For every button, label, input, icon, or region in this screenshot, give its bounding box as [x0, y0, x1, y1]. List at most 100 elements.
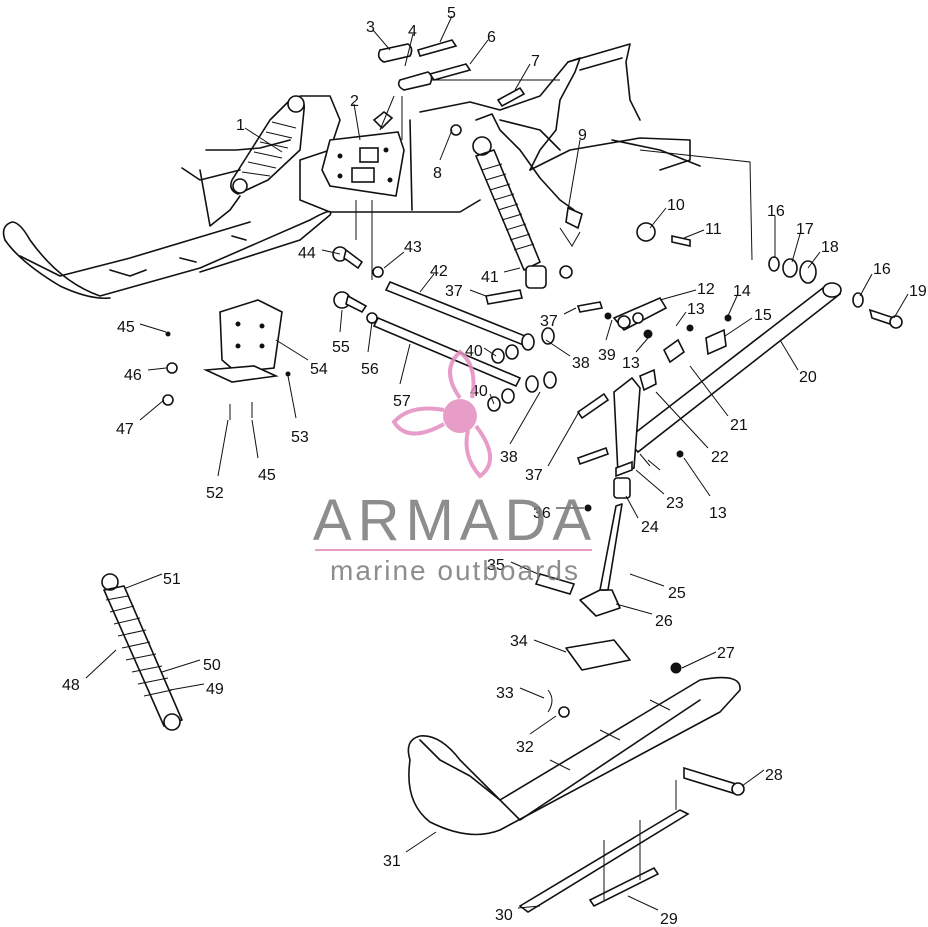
callout-c17: 17 — [796, 221, 814, 238]
spindle-brackets — [639, 314, 732, 458]
leader-line-c35 — [510, 561, 539, 575]
leader-line-c13b — [635, 337, 649, 353]
callout-c20: 20 — [799, 369, 817, 386]
callout-c28: 28 — [765, 767, 783, 784]
callout-c23: 23 — [666, 495, 684, 512]
mounting-bracket — [162, 299, 291, 420]
leader-line-c16b — [859, 273, 873, 297]
leader-line-c22 — [655, 391, 709, 449]
leader-line-c42 — [419, 273, 435, 293]
callout-c37c: 37 — [525, 467, 543, 484]
steering-bracket-plate — [321, 131, 405, 280]
armada-watermark: ARMADA marine outboards — [313, 349, 592, 586]
callout-c14: 14 — [733, 283, 751, 300]
callout-c24: 24 — [641, 519, 659, 536]
leader-line-c6 — [469, 39, 489, 65]
callout-c32: 32 — [516, 739, 534, 756]
leader-line-c25 — [629, 573, 665, 587]
callout-c54: 54 — [310, 361, 328, 378]
callout-c27: 27 — [717, 645, 735, 662]
front-ski — [407, 639, 745, 836]
leader-line-c2 — [353, 103, 361, 141]
leader-line-c10 — [649, 207, 667, 229]
leader-line-c27 — [681, 651, 717, 669]
leader-line-c54 — [275, 339, 309, 361]
callout-c22: 22 — [711, 449, 729, 466]
callout-c15: 15 — [754, 307, 772, 324]
leader-line-c19 — [893, 293, 909, 319]
leader-line-c18 — [807, 251, 821, 269]
callout-c7: 7 — [531, 53, 540, 70]
callout-c26: 26 — [655, 613, 673, 630]
leader-line-c12 — [659, 289, 697, 301]
callout-c38b: 38 — [500, 449, 518, 466]
callout-c25: 25 — [668, 585, 686, 602]
callout-c30: 30 — [495, 907, 513, 924]
leader-line-c52 — [217, 419, 229, 477]
upper-link-parts — [372, 39, 526, 140]
leader-line-c14 — [726, 295, 738, 319]
leader-line-c56 — [367, 321, 373, 353]
upper-right-shock-absorber — [450, 113, 575, 289]
callout-c2: 2 — [350, 93, 359, 110]
tie-rods — [372, 280, 557, 412]
callout-c37b: 37 — [540, 313, 558, 330]
leader-line-c29 — [627, 895, 659, 911]
chassis-frame — [299, 43, 753, 261]
callout-c19: 19 — [909, 283, 927, 300]
leader-line-c15 — [724, 317, 753, 337]
callout-c21: 21 — [730, 417, 748, 434]
callout-c34: 34 — [510, 633, 528, 650]
leader-line-c30 — [517, 905, 541, 909]
leader-line-c53 — [287, 375, 297, 419]
callout-c55: 55 — [332, 339, 350, 356]
callout-c49: 49 — [206, 681, 224, 698]
leader-line-c38b — [509, 391, 541, 445]
leader-line-c28 — [741, 769, 765, 787]
leader-line-c44 — [321, 249, 341, 255]
leader-line-c26 — [615, 603, 653, 615]
leader-line-c13 — [675, 311, 687, 327]
leader-line-c21 — [689, 365, 729, 417]
callout-c31: 31 — [383, 853, 401, 870]
callout-c3: 3 — [366, 19, 375, 36]
callout-c1: 1 — [236, 117, 245, 134]
callout-c47: 47 — [116, 421, 134, 438]
leader-line-c4 — [404, 33, 414, 67]
callout-c39: 39 — [598, 347, 616, 364]
callout-c29: 29 — [660, 911, 678, 927]
callout-c16: 16 — [767, 203, 785, 220]
upper-left-shock-absorber — [230, 95, 306, 195]
leader-line-c8 — [439, 129, 453, 161]
callout-c53: 53 — [291, 429, 309, 446]
leader-line-c37c — [547, 409, 581, 467]
callout-c50: 50 — [203, 657, 221, 674]
callout-c45b: 45 — [258, 467, 276, 484]
leader-line-c49 — [169, 683, 205, 691]
callout-c48: 48 — [62, 677, 80, 694]
leader-line-c57 — [399, 343, 411, 385]
callout-c38: 38 — [572, 355, 590, 372]
callout-c44: 44 — [298, 245, 316, 262]
steering-arm — [604, 296, 668, 339]
leader-line-c3 — [372, 29, 391, 51]
callout-c42: 42 — [430, 263, 448, 280]
leader-line-c5 — [439, 15, 453, 43]
callout-c18: 18 — [821, 239, 839, 256]
callout-c36: 36 — [533, 505, 551, 522]
callout-c41: 41 — [481, 269, 499, 286]
callout-c40: 40 — [465, 343, 483, 360]
leader-line-c55 — [339, 309, 343, 333]
leader-line-c46 — [147, 367, 167, 371]
ski-wear-bars — [518, 780, 690, 913]
rear-left-ski — [2, 139, 332, 300]
callout-c13: 13 — [687, 301, 705, 318]
leader-line-c43 — [383, 251, 405, 269]
leader-line-c45b — [251, 419, 259, 459]
propeller-icon — [391, 349, 492, 479]
leader-line-c37 — [469, 289, 487, 297]
callout-c9: 9 — [578, 127, 587, 144]
callout-c13c: 13 — [709, 505, 727, 522]
leader-line-c23 — [635, 469, 665, 495]
